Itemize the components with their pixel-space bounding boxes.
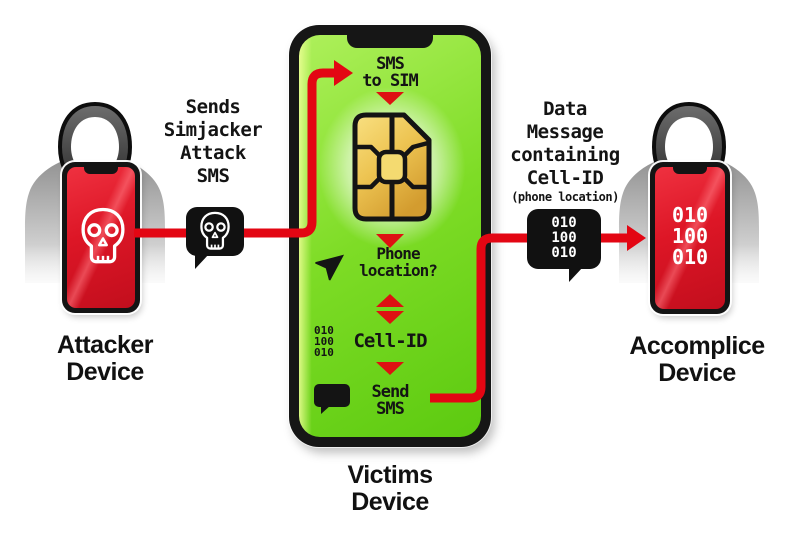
- annotation-data-message: Data Message containing Cell-ID (phone l…: [510, 98, 620, 204]
- victim-phone: SMS to SIM Phone location? 010 100 010: [289, 25, 491, 447]
- cell-id-binary: 010 100 010: [314, 324, 334, 359]
- accomplice-binary-display: 010 100 010: [671, 203, 709, 269]
- accomplice-device-label: Accomplice Device: [629, 332, 765, 387]
- step-phone-location: Phone location?: [359, 244, 438, 280]
- bubble-tail: [569, 267, 583, 282]
- step-cell-id: Cell-ID: [353, 330, 427, 352]
- sim-card-icon: [352, 112, 432, 222]
- attacker-phone-screen: [67, 167, 135, 308]
- attacker-phone: [62, 162, 140, 313]
- attacker-device-label: Attacker Device: [56, 331, 154, 386]
- navigation-arrow-icon: [315, 254, 345, 281]
- annotation-sends-simjacker: Sends Simjacker Attack SMS: [163, 96, 263, 187]
- victim-phone-notch: [347, 35, 433, 48]
- step-sms-to-sim: SMS to SIM: [362, 54, 418, 91]
- bubble-binary-text: 010 100 010: [551, 215, 577, 261]
- accomplice-phone-notch: [673, 167, 707, 174]
- data-message-bubble: 010 100 010: [527, 209, 601, 282]
- skull-icon: [198, 211, 232, 251]
- skull-icon: [78, 207, 128, 265]
- attack-sms-bubble: [186, 207, 244, 269]
- attacker-phone-notch: [84, 167, 118, 174]
- victim-device-label: Victims Device: [347, 461, 433, 516]
- step-send-sms: Send SMS: [371, 382, 410, 419]
- bubble-tail: [195, 254, 209, 269]
- victim-phone-screen: SMS to SIM Phone location? 010 100 010: [299, 35, 481, 437]
- speech-bubble-icon: [314, 384, 350, 414]
- accomplice-phone-screen: 010 100 010: [655, 167, 725, 309]
- accomplice-phone: 010 100 010: [650, 162, 730, 314]
